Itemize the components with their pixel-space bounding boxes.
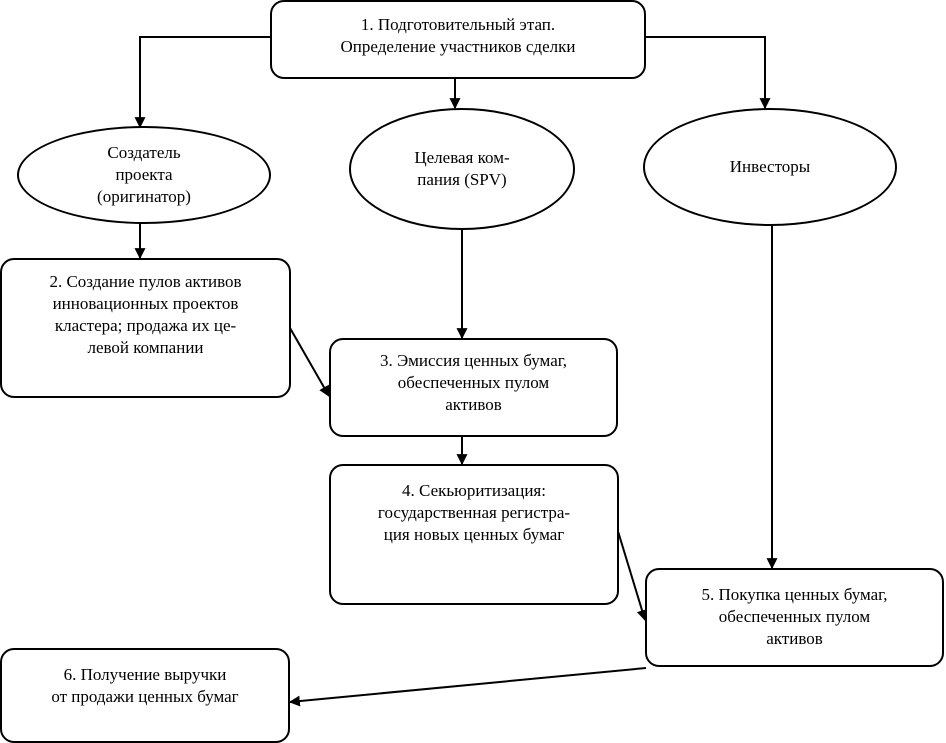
- step1-line: Определение участников сделки: [340, 37, 576, 56]
- originator-line: проекта: [115, 165, 173, 184]
- arrow-step1-to-originator: [134, 36, 270, 129]
- step5-line: активов: [766, 629, 823, 648]
- step1-preparation-box: 1. Подготовительный этап. Определение уч…: [270, 0, 646, 79]
- step1-line: 1. Подготовительный этап.: [360, 15, 556, 34]
- arrow-step5-to-step6: [288, 667, 647, 707]
- step2-asset-pools-box: 2. Создание пулов активов инновационных …: [0, 258, 291, 398]
- originator-line: Создатель: [107, 143, 181, 162]
- investors-line: Инвесторы: [729, 157, 811, 176]
- step5-line: обеспеченных пулом: [718, 607, 871, 626]
- step4-securitization-box: 4. Секьюритизация: государственная регис…: [329, 464, 619, 605]
- originator-ellipse: Создатель проекта (оригинатор): [17, 126, 271, 224]
- step2-line: левой компании: [87, 338, 204, 357]
- step4-line: 4. Секьюритизация:: [402, 481, 546, 500]
- step6-line: 6. Получение выручки: [63, 665, 227, 684]
- spv-line: пания (SPV): [417, 170, 507, 189]
- step3-emission-box: 3. Эмиссия ценных бумаг, обеспеченных пу…: [329, 338, 618, 437]
- step4-line: ция новых ценных бумаг: [383, 525, 565, 544]
- arrow-step1-to-investors: [645, 36, 771, 110]
- step6-revenue-box: 6. Получение выручки от продажи ценных б…: [0, 648, 290, 743]
- step6-line: от продажи ценных бумаг: [51, 687, 239, 706]
- step2-line: 2. Создание пулов активов: [49, 272, 242, 291]
- investors-ellipse: Инвесторы: [643, 108, 897, 226]
- step5-line: 5. Покупка ценных бумаг,: [701, 585, 888, 604]
- originator-line: (оригинатор): [97, 187, 191, 206]
- spv-line: Целевая ком-: [414, 148, 510, 167]
- step3-line: 3. Эмиссия ценных бумаг,: [379, 351, 568, 370]
- step4-line: государственная регистра-: [377, 503, 571, 522]
- arrow-step2-to-step3: [289, 327, 330, 397]
- step2-line: кластера; продажа их це-: [54, 316, 237, 335]
- step3-line: обеспеченных пулом: [397, 373, 550, 392]
- step5-purchase-box: 5. Покупка ценных бумаг, обеспеченных пу…: [645, 568, 944, 667]
- arrow-step4-to-step5: [616, 527, 648, 622]
- step3-line: активов: [445, 395, 502, 414]
- spv-ellipse: Целевая ком- пания (SPV): [349, 108, 575, 230]
- step2-line: инновационных проектов: [52, 294, 239, 313]
